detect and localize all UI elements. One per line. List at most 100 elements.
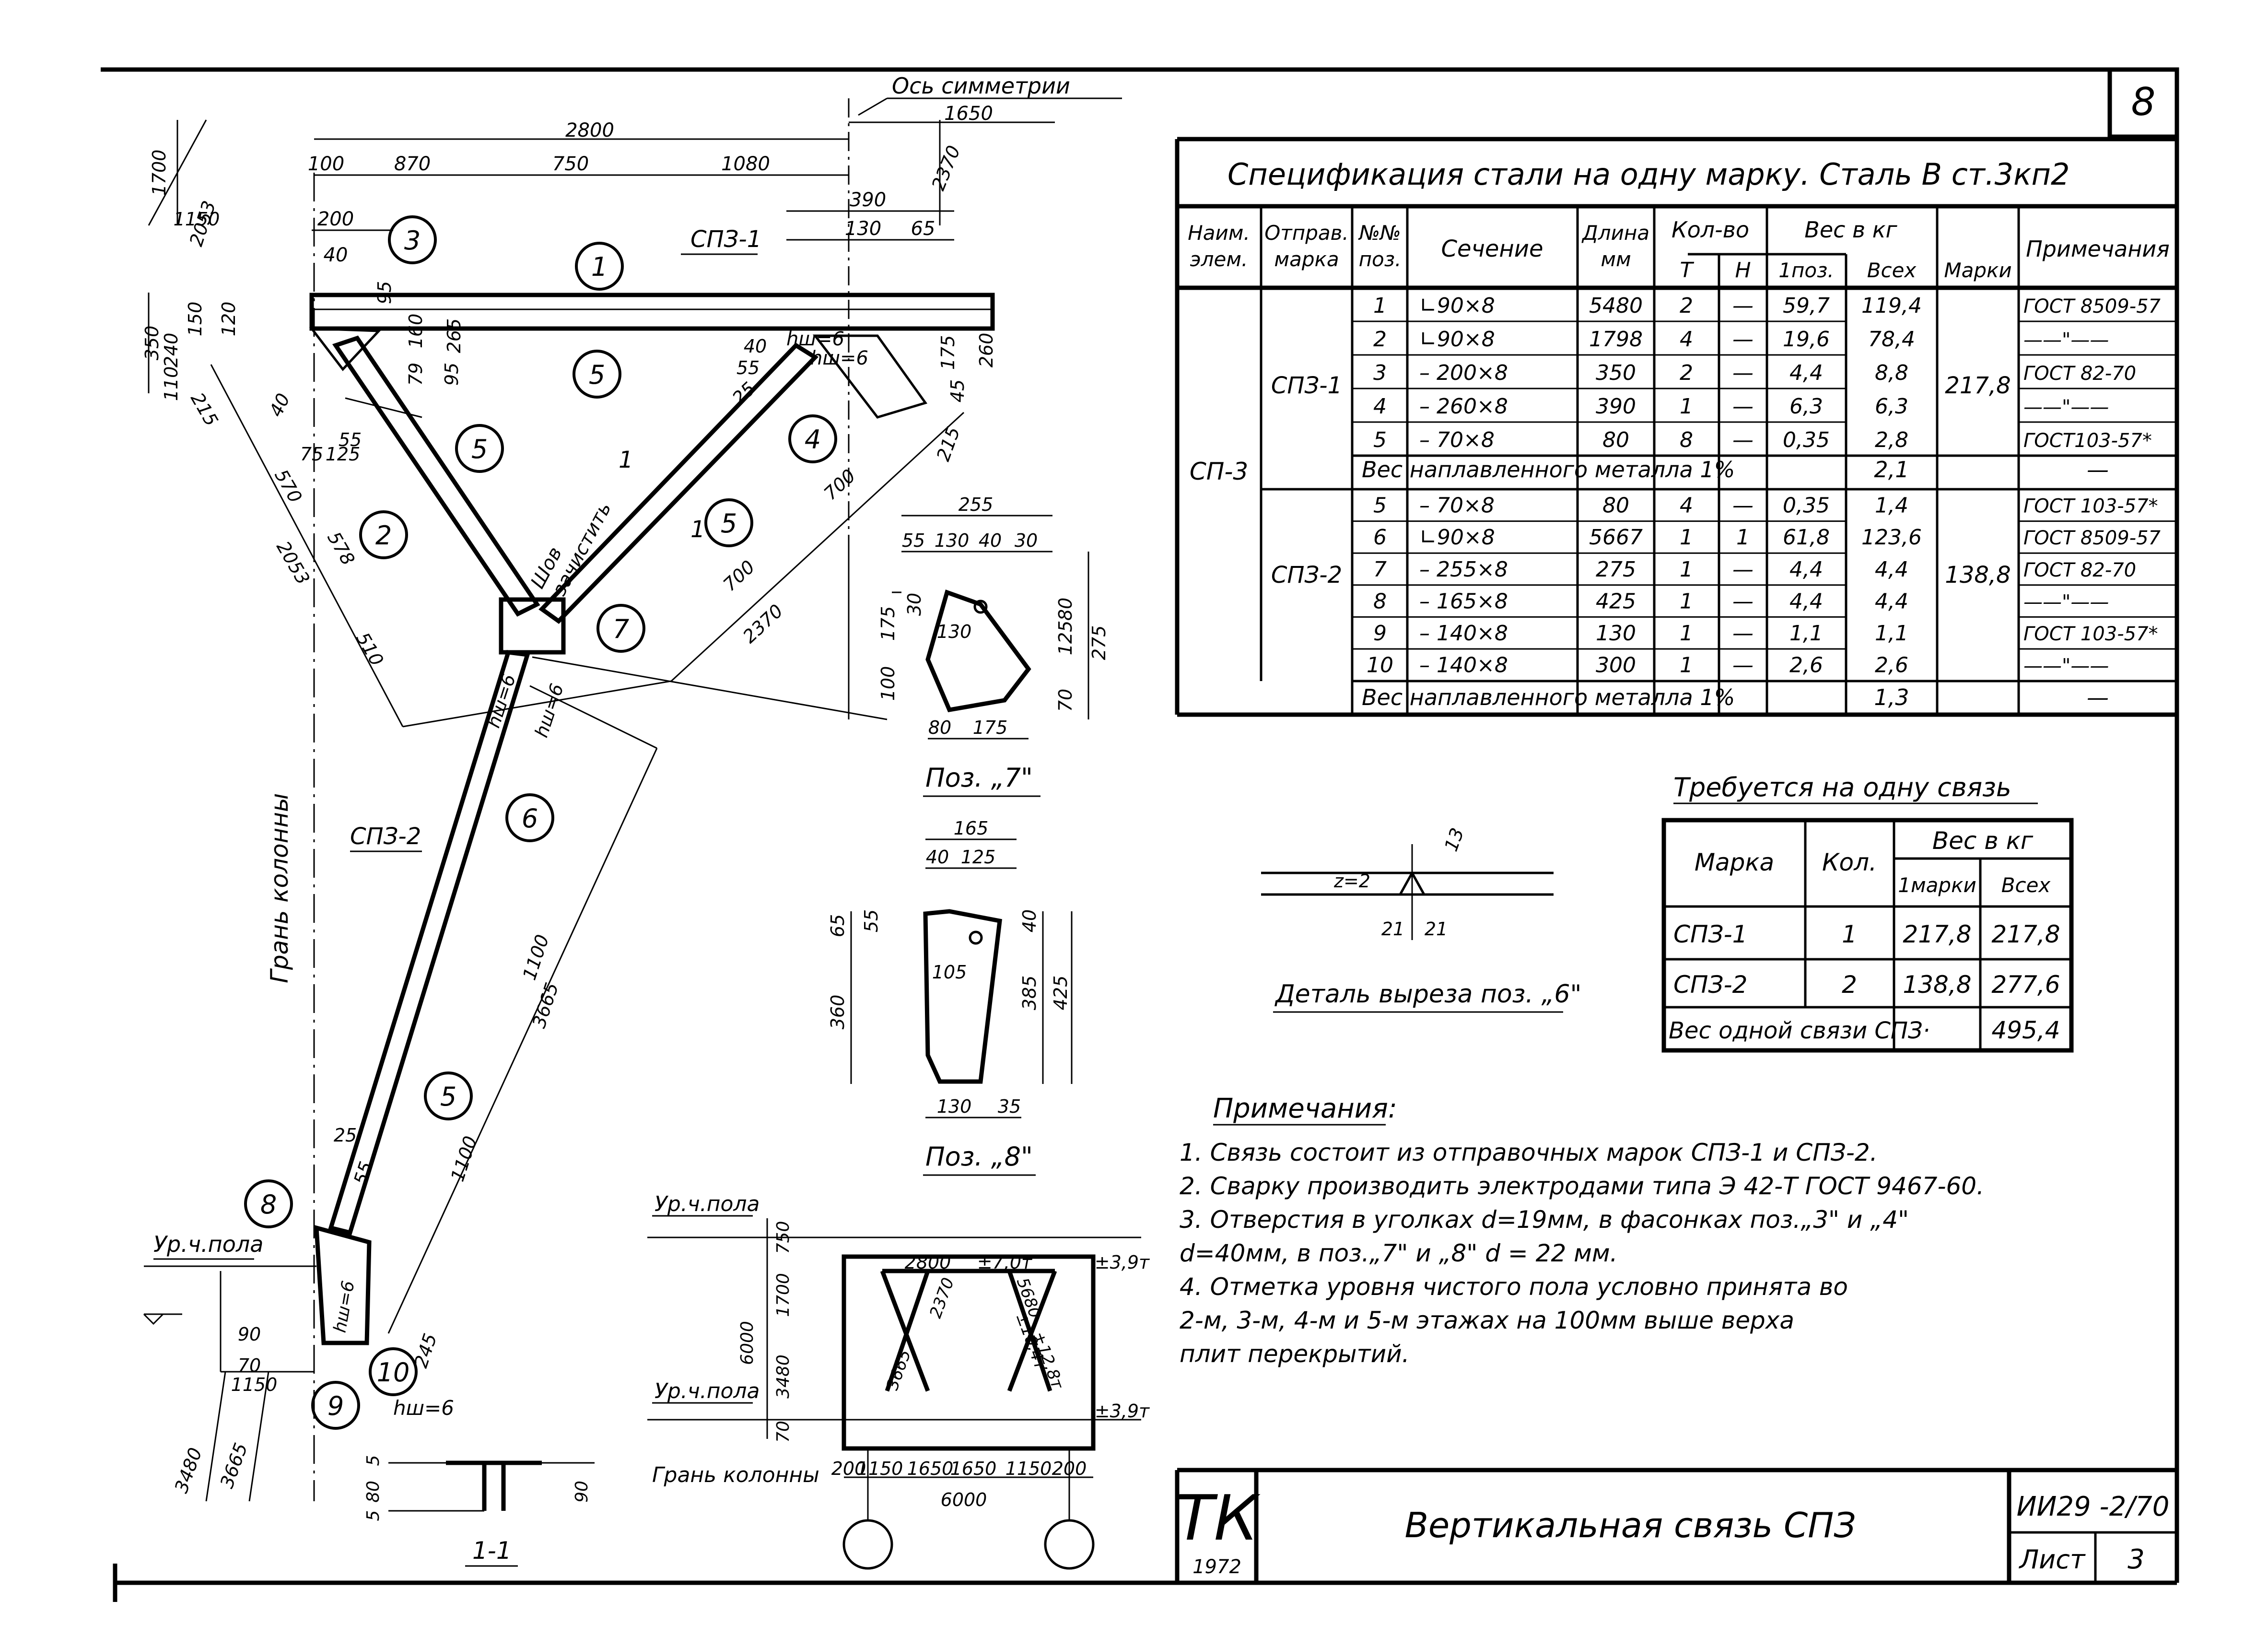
pos8-dim: 65	[827, 914, 848, 937]
position-balloon-number: 2	[375, 520, 392, 551]
notes-title: Примечания:	[1213, 1093, 1397, 1124]
spec-section: – 140×8	[1419, 653, 1508, 678]
hdr-elem: Наим.	[1188, 221, 1250, 245]
section-arrow-label-2: 1	[690, 516, 705, 543]
spec-length: 390	[1596, 394, 1636, 419]
spec-length: 5480	[1589, 294, 1643, 318]
spec-note: ——"——	[2023, 396, 2109, 418]
spec-qty-t: 4	[1680, 494, 1693, 518]
upper-left-diagonal	[332, 335, 540, 617]
dim-diagonal: 265	[444, 318, 465, 353]
req-h-mark: Марка	[1695, 848, 1774, 876]
bottom-gusset	[314, 1225, 372, 1345]
position-balloon-number: 9	[327, 1391, 344, 1421]
hw-label-4: hш=6	[531, 681, 568, 740]
dim-diagonal: 95	[441, 363, 462, 386]
spec-qty-t: 1	[1680, 557, 1693, 582]
section-dim: 5	[363, 1455, 383, 1466]
scheme-dim-v: 70	[773, 1421, 793, 1443]
spec-length: 5667	[1589, 525, 1643, 550]
section-dim: 5	[363, 1510, 383, 1521]
dim-top: 2800	[565, 119, 614, 141]
group2-weld-label: Вес наплавленного металла 1%	[1362, 684, 1735, 710]
spec-weight-1: 4,4	[1789, 557, 1823, 582]
position-balloon	[424, 1071, 473, 1120]
dim-diagonal: 175	[937, 335, 959, 370]
scheme-column-face: Грань колонны	[652, 1463, 819, 1487]
req-r2-qty: 2	[1842, 971, 1857, 999]
spec-section: – 140×8	[1419, 621, 1508, 646]
dim-left: 1150	[174, 209, 220, 230]
req-r1-mark: СПЗ-1	[1673, 920, 1747, 948]
dim-left: 55	[339, 429, 362, 450]
hdr-qty-n: Н	[1735, 258, 1751, 283]
spec-qty-t: 1	[1680, 525, 1693, 550]
group1-mark: СПЗ-1	[1271, 372, 1342, 399]
spec-pos: 9	[1373, 621, 1387, 646]
dim-top: 130	[845, 218, 881, 240]
spec-pos: 2	[1373, 327, 1387, 352]
cut6-dim: 21	[1381, 918, 1404, 940]
hdr-section: Сечение	[1441, 235, 1543, 262]
dim-top: 65	[911, 218, 935, 240]
spec-weight-1: 19,6	[1783, 327, 1830, 352]
spec-qty-t: 2	[1680, 361, 1693, 385]
position-balloon	[596, 604, 645, 653]
pos8-dim: 35	[998, 1096, 1021, 1117]
dim-diagonal: 260	[976, 333, 997, 368]
spec-weight-1: 1,1	[1789, 621, 1823, 646]
drawing-code: ИИ29 -2/70	[2017, 1491, 2170, 1522]
req-h-weight: Вес в кг	[1932, 827, 2034, 855]
spec-length: 130	[1596, 621, 1636, 646]
note-line: 3. Отверстия в уголках d=19мм, в фасонка…	[1180, 1206, 1909, 1234]
spec-length: 275	[1596, 557, 1636, 582]
spec-table: Спецификация стали на одну марку. Сталь …	[1175, 137, 2177, 717]
year-text: 1972	[1192, 1556, 1241, 1578]
position-balloon	[505, 793, 554, 842]
notes-lines: 1. Связь состоит из отправочных марок СП…	[1180, 1139, 1984, 1368]
note-line: 2-м, 3-м, 4-м и 5-м этажах на 100мм выше…	[1180, 1307, 1794, 1334]
position-balloon-number: 4	[805, 424, 821, 455]
dim-left: 1700	[149, 150, 170, 196]
spec-weight-all: 119,4	[1861, 294, 1922, 318]
spec-weight-all: 4,4	[1875, 557, 1908, 582]
position-balloon-number: 7	[613, 614, 629, 644]
spec-qty-n: —	[1732, 361, 1754, 385]
spec-length: 80	[1602, 428, 1629, 452]
spec-qty-t: 8	[1680, 428, 1693, 452]
sp1-label: СПЗ-1	[690, 226, 761, 253]
spec-section: – 70×8	[1419, 494, 1495, 518]
title-block: ТК 1972 Вертикальная связь СПЗ ИИ29 -2/7…	[1175, 1468, 2177, 1583]
req-r1-wall: 217,8	[1991, 920, 2060, 948]
spec-qty-n: —	[1732, 394, 1754, 419]
spec-section: ∟90×8	[1419, 327, 1495, 352]
dim-top: 390	[850, 189, 886, 211]
dim-bottom-left: 3480	[171, 1445, 206, 1496]
hdr-length2: мм	[1601, 247, 1631, 271]
spec-pos: 6	[1373, 525, 1387, 550]
hdr-weight: Вес в кг	[1804, 217, 1897, 243]
cut6-dim: z=2	[1333, 871, 1370, 892]
bracing-scheme: Ур.ч.пола Ур.ч.пола Грань колонны 280020…	[647, 1192, 1150, 1570]
position-balloon-number: 8	[260, 1189, 277, 1220]
hdr-elem2: элем.	[1190, 247, 1248, 271]
dim-left: 215	[187, 389, 222, 430]
dim-left: 350	[141, 326, 163, 361]
spec-section: – 165×8	[1419, 589, 1508, 613]
group2-mark: СПЗ-2	[1271, 562, 1342, 589]
spec-section: ∟90×8	[1419, 294, 1495, 318]
spec-qty-n: —	[1732, 557, 1754, 582]
dim-bottom-left: 3665	[216, 1440, 252, 1491]
spec-section: – 200×8	[1419, 361, 1508, 385]
scheme-dim-h: 200	[831, 1458, 866, 1479]
pos7-dim: 100	[877, 666, 899, 701]
spec-qty-t: 1	[1680, 394, 1693, 419]
spec-weight-all: 123,6	[1861, 525, 1922, 550]
spec-qty-n: —	[1732, 428, 1754, 452]
